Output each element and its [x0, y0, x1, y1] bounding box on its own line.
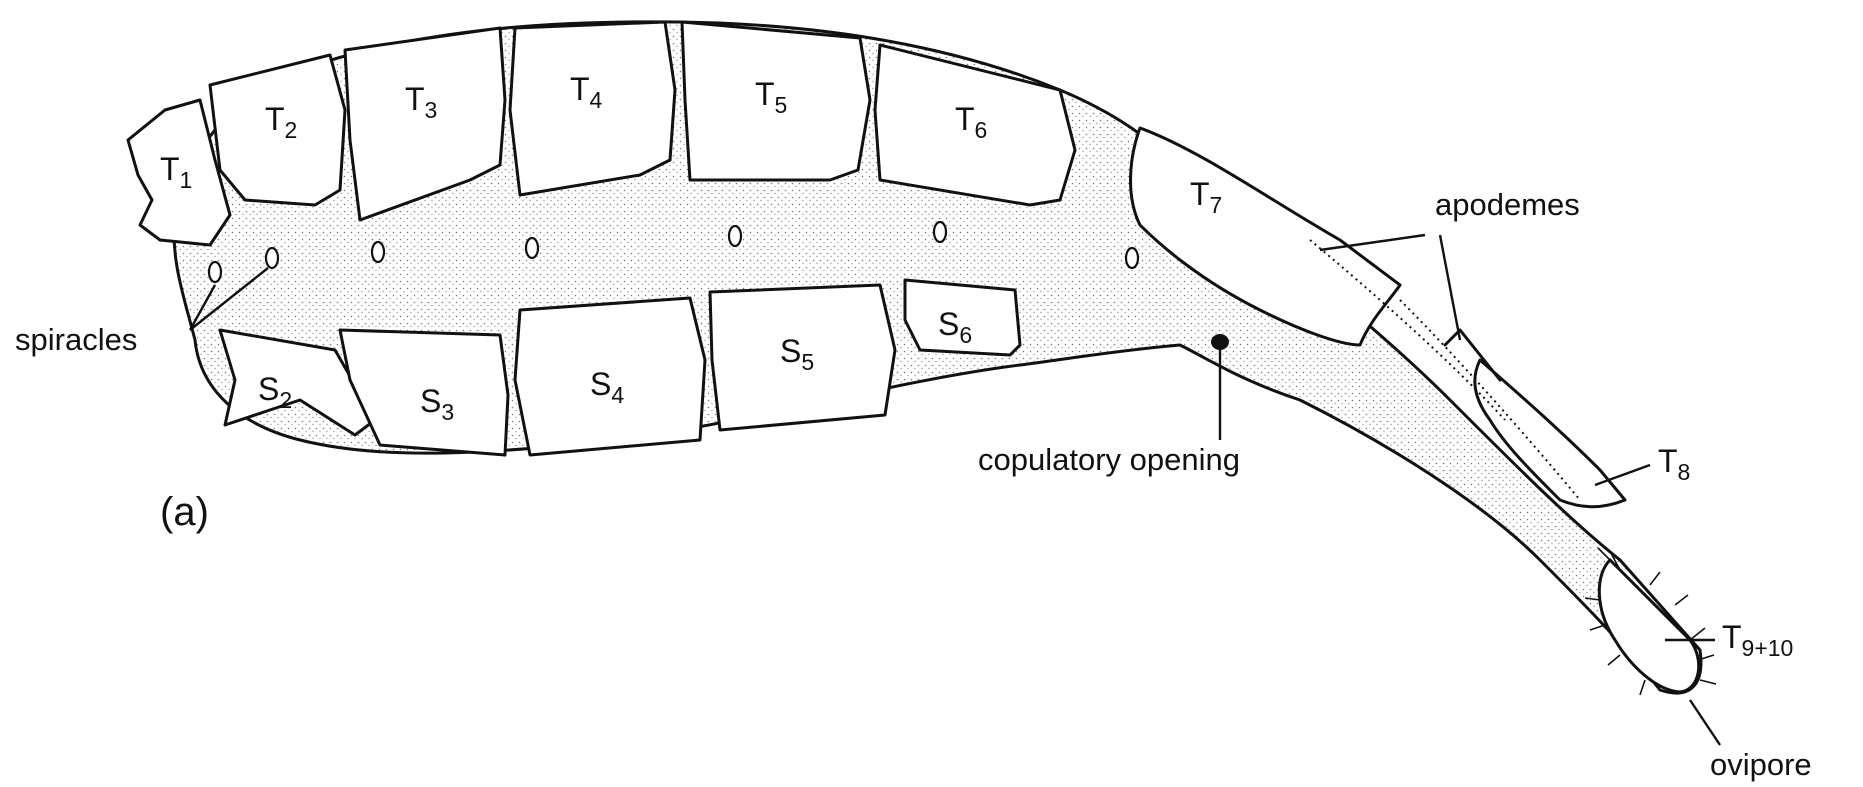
label-copulatory-opening: copulatory opening — [978, 442, 1240, 477]
spiracle-1 — [209, 262, 221, 282]
spiracle-4 — [526, 238, 538, 258]
label-t8: T8 — [1658, 443, 1690, 485]
leader-ovipore — [1690, 700, 1720, 745]
spiracle-5 — [729, 226, 741, 246]
copulatory-opening-pore — [1211, 334, 1229, 350]
label-spiracles: spiracles — [15, 322, 137, 357]
spiracle-3 — [372, 242, 384, 262]
spiracle-6 — [934, 222, 946, 242]
spiracle-7 — [1126, 248, 1138, 268]
spiracle-2 — [266, 248, 278, 268]
panel-label: (a) — [160, 490, 209, 534]
label-ovipore: ovipore — [1710, 747, 1812, 782]
tergite-t9-10 — [1599, 560, 1698, 692]
label-t9-10: T9+10 — [1722, 619, 1793, 661]
label-apodemes: apodemes — [1435, 187, 1580, 222]
